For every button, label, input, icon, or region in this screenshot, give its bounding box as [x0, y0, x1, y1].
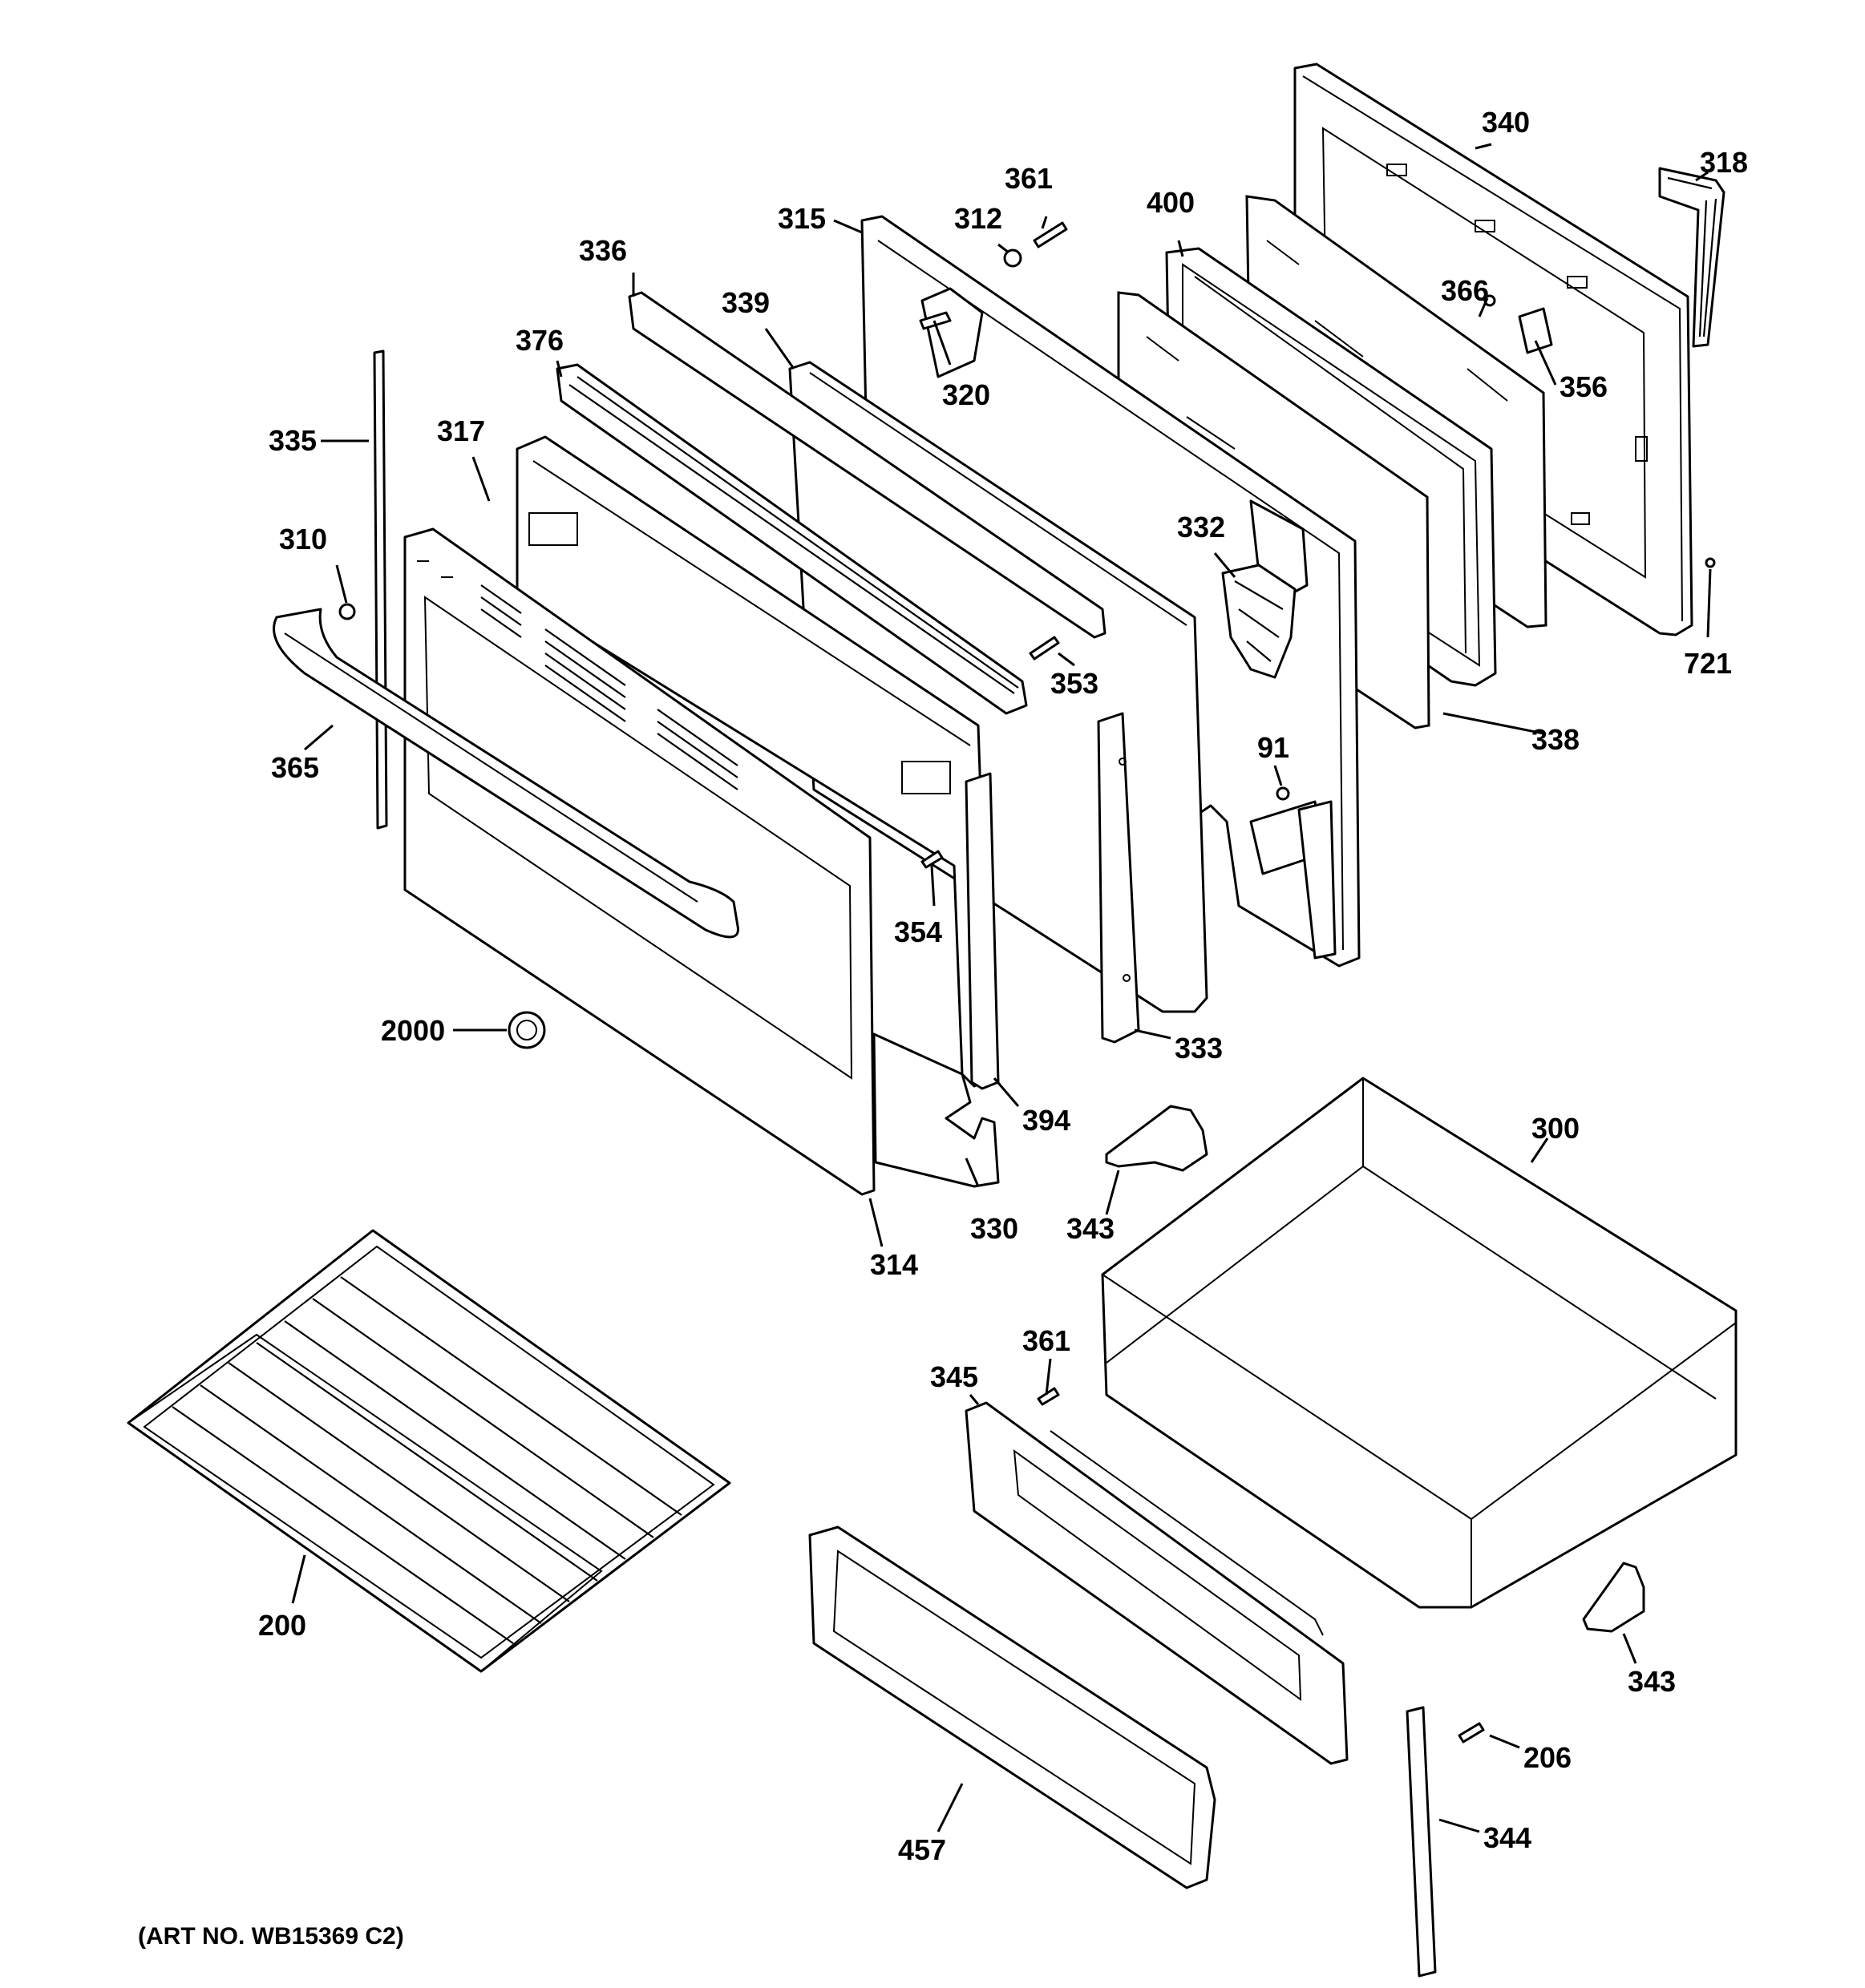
- fastener-721-clip: [1705, 557, 1716, 568]
- callout-320: 320: [942, 378, 990, 411]
- part-344-drawer-rail: [1406, 1706, 1437, 1978]
- callout-353: 353: [1050, 667, 1098, 700]
- callout-354: 354: [894, 915, 942, 948]
- part-343-drawer-slide-bottom: [1582, 1562, 1645, 1633]
- callout-317: 317: [437, 414, 485, 447]
- callout-394: 394: [1022, 1104, 1070, 1137]
- callout-labels: 340 318 361 312 315 400 336 339 366 356 …: [138, 106, 1748, 1950]
- leader-lines: [291, 143, 1712, 1833]
- callout-335: 335: [269, 424, 317, 457]
- callout-457: 457: [898, 1833, 946, 1866]
- fastener-206-screw: [1458, 1722, 1485, 1744]
- callout-376: 376: [516, 324, 564, 357]
- callout-400: 400: [1147, 186, 1195, 219]
- part-330-bottom-trim: [872, 1032, 1000, 1188]
- fastener-361-drawer-screw: [1037, 1387, 1060, 1406]
- callout-343-top: 343: [1066, 1212, 1115, 1245]
- part-345-drawer-front-inner: [965, 1401, 1349, 1765]
- part-335-door-rod: [373, 350, 388, 830]
- part-394-side-rail: [965, 772, 1000, 1090]
- part-356-bracket: [1518, 307, 1553, 354]
- callout-91: 91: [1257, 731, 1289, 764]
- callout-344: 344: [1483, 1821, 1531, 1854]
- part-200-oven-rack: [127, 1229, 731, 1673]
- fastener-361-top-screw: [1033, 221, 1068, 248]
- callout-361-top: 361: [1005, 162, 1053, 195]
- callout-345: 345: [930, 1360, 978, 1393]
- callout-361-drawer: 361: [1022, 1324, 1070, 1357]
- callout-310: 310: [279, 523, 327, 556]
- callout-336: 336: [579, 234, 627, 267]
- part-2000-badge: [508, 1011, 546, 1049]
- part-300-drawer-box: [1101, 1077, 1738, 1609]
- callout-2000: 2000: [381, 1014, 445, 1047]
- callout-338: 338: [1531, 723, 1580, 756]
- callout-340: 340: [1482, 106, 1530, 139]
- fastener-310-screw: [338, 603, 356, 620]
- part-365-door-handle: [273, 608, 739, 939]
- part-336-heat-shield: [628, 291, 1106, 639]
- fastener-353-screw: [1029, 636, 1060, 661]
- part-318-door-gasket: [1658, 167, 1725, 348]
- part-333-side-trim: [1097, 712, 1140, 1044]
- callout-312: 312: [954, 202, 1002, 235]
- callout-333: 333: [1175, 1032, 1223, 1065]
- callout-200: 200: [258, 1609, 306, 1642]
- callout-300: 300: [1531, 1112, 1580, 1145]
- part-343-drawer-slide-top: [1105, 1105, 1208, 1172]
- callout-343-bottom: 343: [1628, 1665, 1676, 1698]
- callout-356: 356: [1560, 370, 1608, 403]
- part-332-insulation: [1221, 564, 1297, 679]
- callout-315: 315: [778, 202, 826, 235]
- callout-721: 721: [1684, 647, 1732, 680]
- fastener-312-nut: [1003, 248, 1022, 268]
- callout-330: 330: [970, 1212, 1018, 1245]
- callout-318: 318: [1700, 146, 1748, 179]
- callout-206: 206: [1523, 1741, 1572, 1774]
- fastener-91-screw: [1276, 786, 1290, 801]
- part-376-vent-trim: [556, 363, 1028, 715]
- callout-366: 366: [1441, 274, 1489, 307]
- callout-365: 365: [271, 751, 319, 784]
- fastener-354-screw: [920, 850, 944, 869]
- callout-339: 339: [722, 286, 770, 319]
- part-457-drawer-front: [808, 1525, 1216, 1889]
- callout-314: 314: [870, 1248, 918, 1281]
- art-number: (ART NO. WB15369 C2): [138, 1923, 404, 1950]
- callout-332: 332: [1177, 511, 1225, 543]
